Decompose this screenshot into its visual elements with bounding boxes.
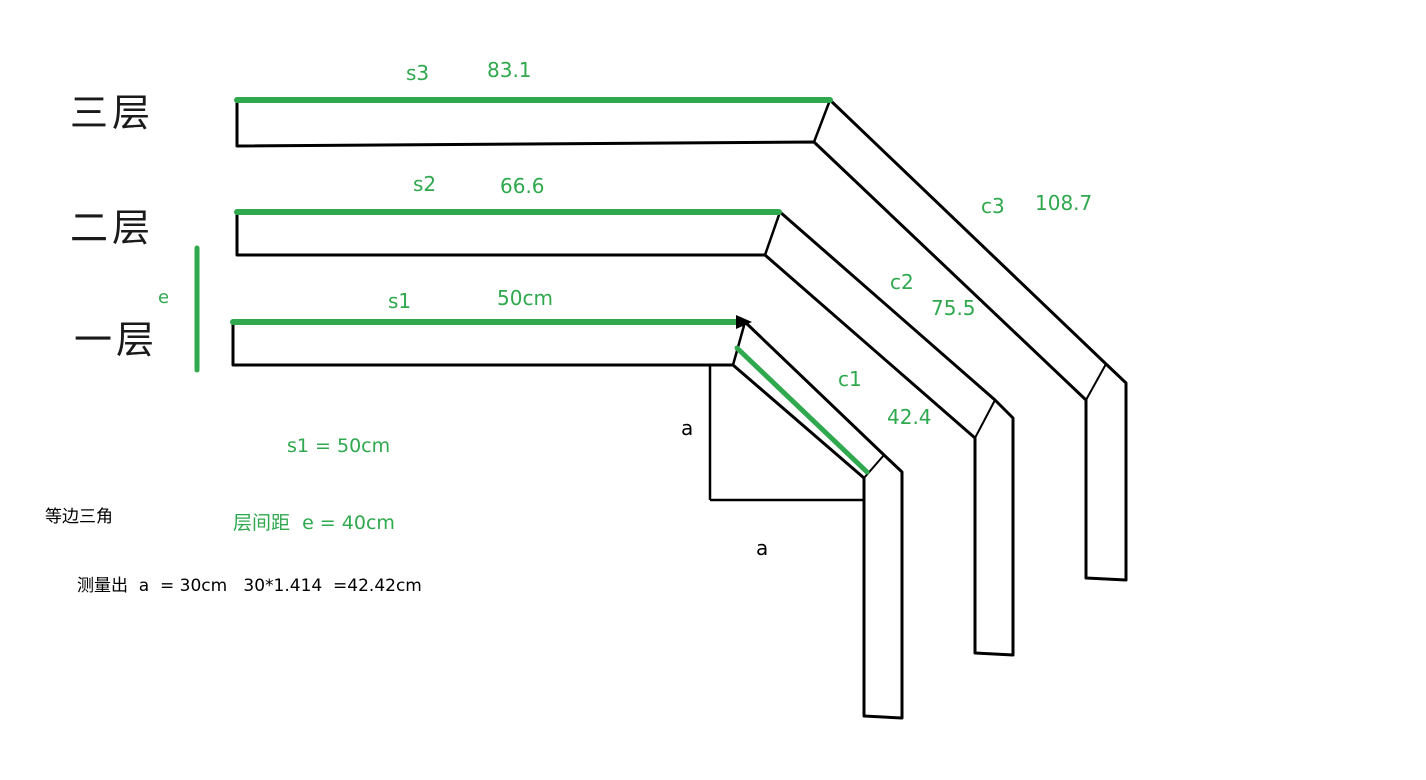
s3-value: 83.1 [487, 58, 532, 82]
c3-value: 108.7 [1035, 191, 1093, 215]
c1-measure-edge [734, 345, 870, 475]
c3-label: c3 [981, 194, 1005, 218]
triangle-type-note: 等边三角 [45, 507, 113, 527]
layer-spacing-equation: 层间距 e = 40cm [233, 512, 395, 534]
triangle-a-horizontal-label: a [756, 536, 769, 560]
spacing-e-label: e [158, 287, 170, 308]
measurement-note: 测量出 a = 30cm 30*1.414 =42.42cm [77, 576, 422, 596]
triangle-a-vertical-label: a [681, 416, 694, 440]
s3-label: s3 [406, 61, 430, 85]
rail-1-outline [231, 320, 904, 720]
rail-3-outline [235, 98, 1128, 582]
c2-label: c2 [890, 270, 914, 294]
s1-label: s1 [388, 289, 412, 313]
s1-value: 50cm [497, 286, 553, 310]
layer-1-label: 一层 [74, 318, 159, 362]
c2-value: 75.5 [931, 296, 976, 320]
layer-2-label: 二层 [70, 206, 155, 250]
rail-2-corner-crease [763, 211, 782, 256]
s1-arrowhead [736, 315, 752, 329]
s2-label: s2 [413, 172, 437, 196]
c1-label: c1 [838, 367, 862, 391]
c1-value: 42.4 [887, 405, 932, 429]
rail-2-bend-crease [974, 399, 996, 439]
s2-value: 66.6 [500, 174, 545, 198]
layer-3-label: 三层 [70, 91, 155, 135]
rail-2-outline [235, 210, 1015, 657]
rail-1-corner-crease [731, 321, 747, 366]
rail-3-corner-crease [812, 99, 832, 143]
s1-equation: s1 = 50cm [287, 435, 391, 457]
rail-3-bend-crease [1085, 363, 1107, 401]
